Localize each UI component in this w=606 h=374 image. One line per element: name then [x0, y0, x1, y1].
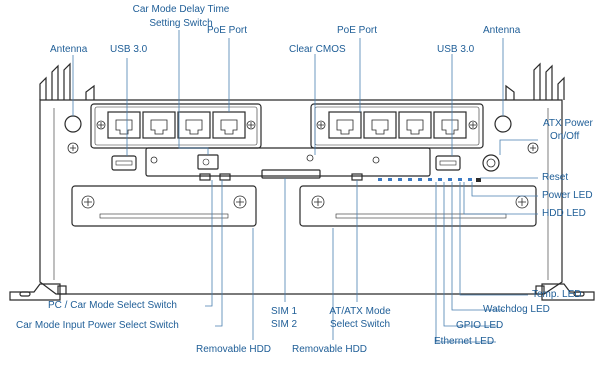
label-car-mode-input: Car Mode Input Power Select Switch	[16, 320, 179, 331]
label-ethernet-led: Ethernet LED	[434, 336, 495, 347]
leader-lines	[72, 30, 538, 343]
label-antenna-left: Antenna	[50, 44, 88, 55]
poe-bracket-right-screws	[316, 120, 478, 130]
label-removable-hdd-right: Removable HDD	[292, 344, 368, 355]
pc-car-mode-switch	[199, 173, 211, 181]
label-poe-port-right: PoE Port	[337, 25, 378, 36]
usb-port-right	[435, 155, 461, 171]
label-watchdog-led: Watchdog LED	[483, 304, 550, 315]
mounting-feet	[9, 283, 595, 301]
label-reset: Reset	[542, 172, 569, 183]
label-gpio-led: GPIO LED	[456, 320, 504, 331]
poe-ports-right	[328, 111, 467, 139]
label-temp-led: Temp. LED	[532, 289, 582, 300]
label-atatx-line2: Select Switch	[329, 319, 391, 330]
status-leds	[378, 178, 481, 182]
poe-bracket-left	[90, 103, 262, 149]
label-antenna-right: Antenna	[483, 25, 521, 36]
label-power-led: Power LED	[542, 190, 593, 201]
atatx-mode-switch	[351, 173, 363, 181]
label-car-mode-delay-line2: Setting Switch	[149, 18, 213, 29]
antenna-right-connector	[494, 115, 512, 133]
poe-ports-left	[107, 111, 246, 139]
label-atatx-line1: AT/ATX Mode	[329, 306, 391, 317]
label-usb-right: USB 3.0	[437, 44, 475, 55]
chassis-outline	[39, 99, 563, 295]
screw-icons	[67, 142, 539, 154]
usb-port-left	[111, 155, 137, 171]
io-plate	[145, 147, 431, 177]
atx-power-button	[482, 154, 500, 172]
car-mode-input-switch	[219, 173, 231, 181]
label-poe-port-left: PoE Port	[207, 25, 248, 36]
label-usb-left: USB 3.0	[110, 44, 148, 55]
delay-time-switch	[197, 154, 219, 170]
clear-cmos-jumper	[306, 154, 314, 162]
label-sim2: SIM 2	[271, 319, 298, 330]
label-sim1: SIM 1	[271, 306, 298, 317]
label-clear-cmos: Clear CMOS	[289, 44, 346, 55]
poe-bracket-left-screws	[96, 120, 256, 130]
label-hdd-led: HDD LED	[542, 208, 586, 219]
label-pc-car-mode: PC / Car Mode Select Switch	[48, 300, 177, 311]
heatsink-fins	[39, 62, 565, 100]
removable-hdd-tray-left	[71, 185, 257, 227]
antenna-left-connector	[64, 115, 82, 133]
label-car-mode-delay-line1: Car Mode Delay Time	[132, 4, 230, 15]
sim-slot	[261, 169, 321, 179]
label-atx-power-line1: ATX Power	[543, 118, 593, 129]
removable-hdd-tray-right	[299, 185, 537, 227]
label-atx-power-line2: On/Off	[550, 131, 580, 142]
label-removable-hdd-left: Removable HDD	[196, 344, 272, 355]
